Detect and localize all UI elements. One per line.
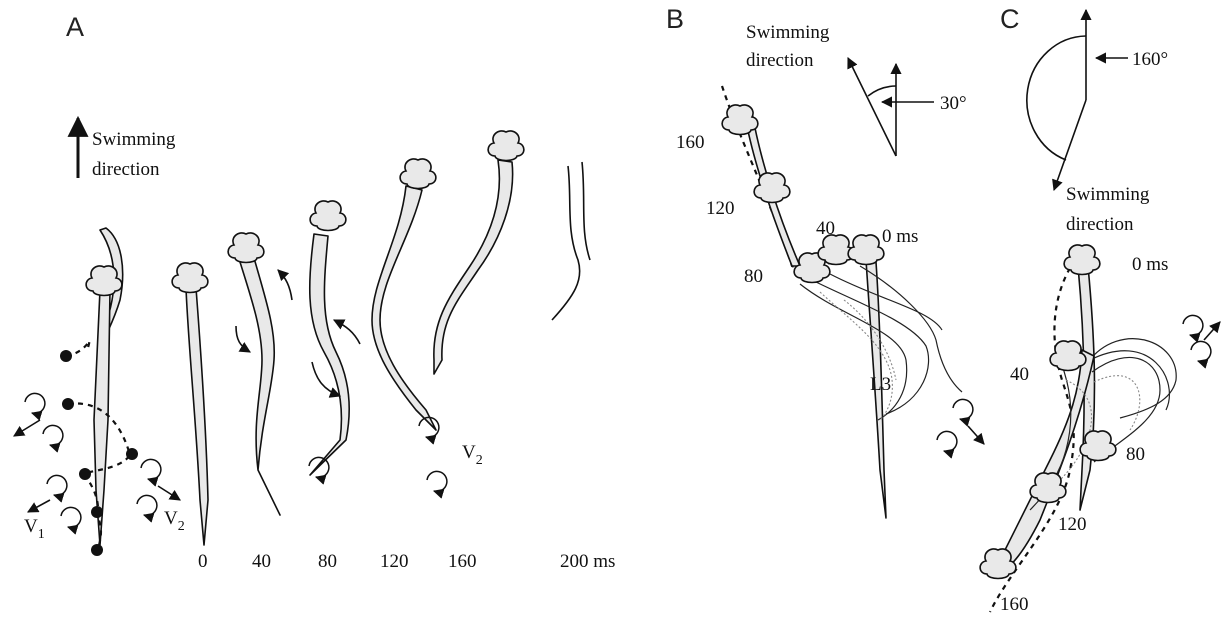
time-label-b: 120 [706,198,735,219]
vortex-icon [43,425,63,445]
time-label-b: 80 [744,266,763,287]
time-label-a: 200 ms [560,551,615,572]
time-label-b: 160 [676,132,705,153]
vortex-icon [309,457,329,477]
time-label-a: 160 [448,551,477,572]
vortex-icon [1191,341,1211,361]
v2-label-left: V2 [164,508,185,534]
annotation-b: L3 [870,374,891,395]
time-label-c: 40 [1010,364,1029,385]
swimming-direction-arrow-b [848,58,896,156]
larva-80ms-a [228,233,292,515]
panel-c: C 160° Swimming direction 0 [980,4,1220,615]
trajectory-dot [126,448,138,460]
vortex-icon [47,475,67,495]
larva-160ms-a: V2 [372,159,483,491]
vortex-icon [137,495,157,515]
trajectory-dot [79,468,91,480]
vortex-icon [937,431,957,451]
direction-label-c-line1: Swimming [1066,184,1150,205]
trajectory-dot [91,544,103,556]
larva-180ms-a [434,131,524,374]
larva-40ms-a [172,263,208,545]
v1-label: V1 [24,516,45,542]
time-label-a: 0 [198,551,208,572]
angle-label-b: 30° [940,93,967,114]
vortex-icon [427,471,447,491]
direction-label-a-line2: direction [92,159,160,180]
time-label-c: 120 [1058,514,1087,535]
time-label-c: 80 [1126,444,1145,465]
panel-b-letter: B [666,4,684,34]
swimming-direction-arrow-c [1054,100,1086,190]
trajectory-dot [91,506,103,518]
time-label-a: 120 [380,551,409,572]
panel-a: A Swimming direction V1 V2 [14,12,615,572]
trajectory-dot [60,350,72,362]
time-label-c: 0 ms [1132,254,1168,275]
vortex-icon [61,507,81,527]
larva-200ms-a [552,162,590,320]
time-label-a: 80 [318,551,337,572]
panel-a-letter: A [66,12,84,42]
time-label-b: 0 ms [882,226,918,247]
vortex-icon [25,393,45,413]
direction-label-b-line2: direction [746,50,814,71]
time-label-b: 40 [816,218,835,239]
vortex-icon [953,399,973,419]
vortex-icon [141,459,161,479]
direction-label-a-line1: Swimming [92,129,176,150]
vortex-icon [1183,315,1203,335]
direction-label-b-line1: Swimming [746,22,830,43]
v2-label-right: V2 [462,442,483,468]
larva-overlay-b: L3 [722,105,962,518]
angle-label-c: 160° [1132,49,1168,70]
time-label-c: 160 [1000,594,1029,615]
panel-c-letter: C [1000,4,1020,34]
trajectory-dot [62,398,74,410]
direction-label-c-line2: direction [1066,214,1134,235]
panel-b: B Swimming direction 30° L3 [666,4,984,518]
time-label-a: 40 [252,551,271,572]
larva-120ms-a [309,201,360,477]
